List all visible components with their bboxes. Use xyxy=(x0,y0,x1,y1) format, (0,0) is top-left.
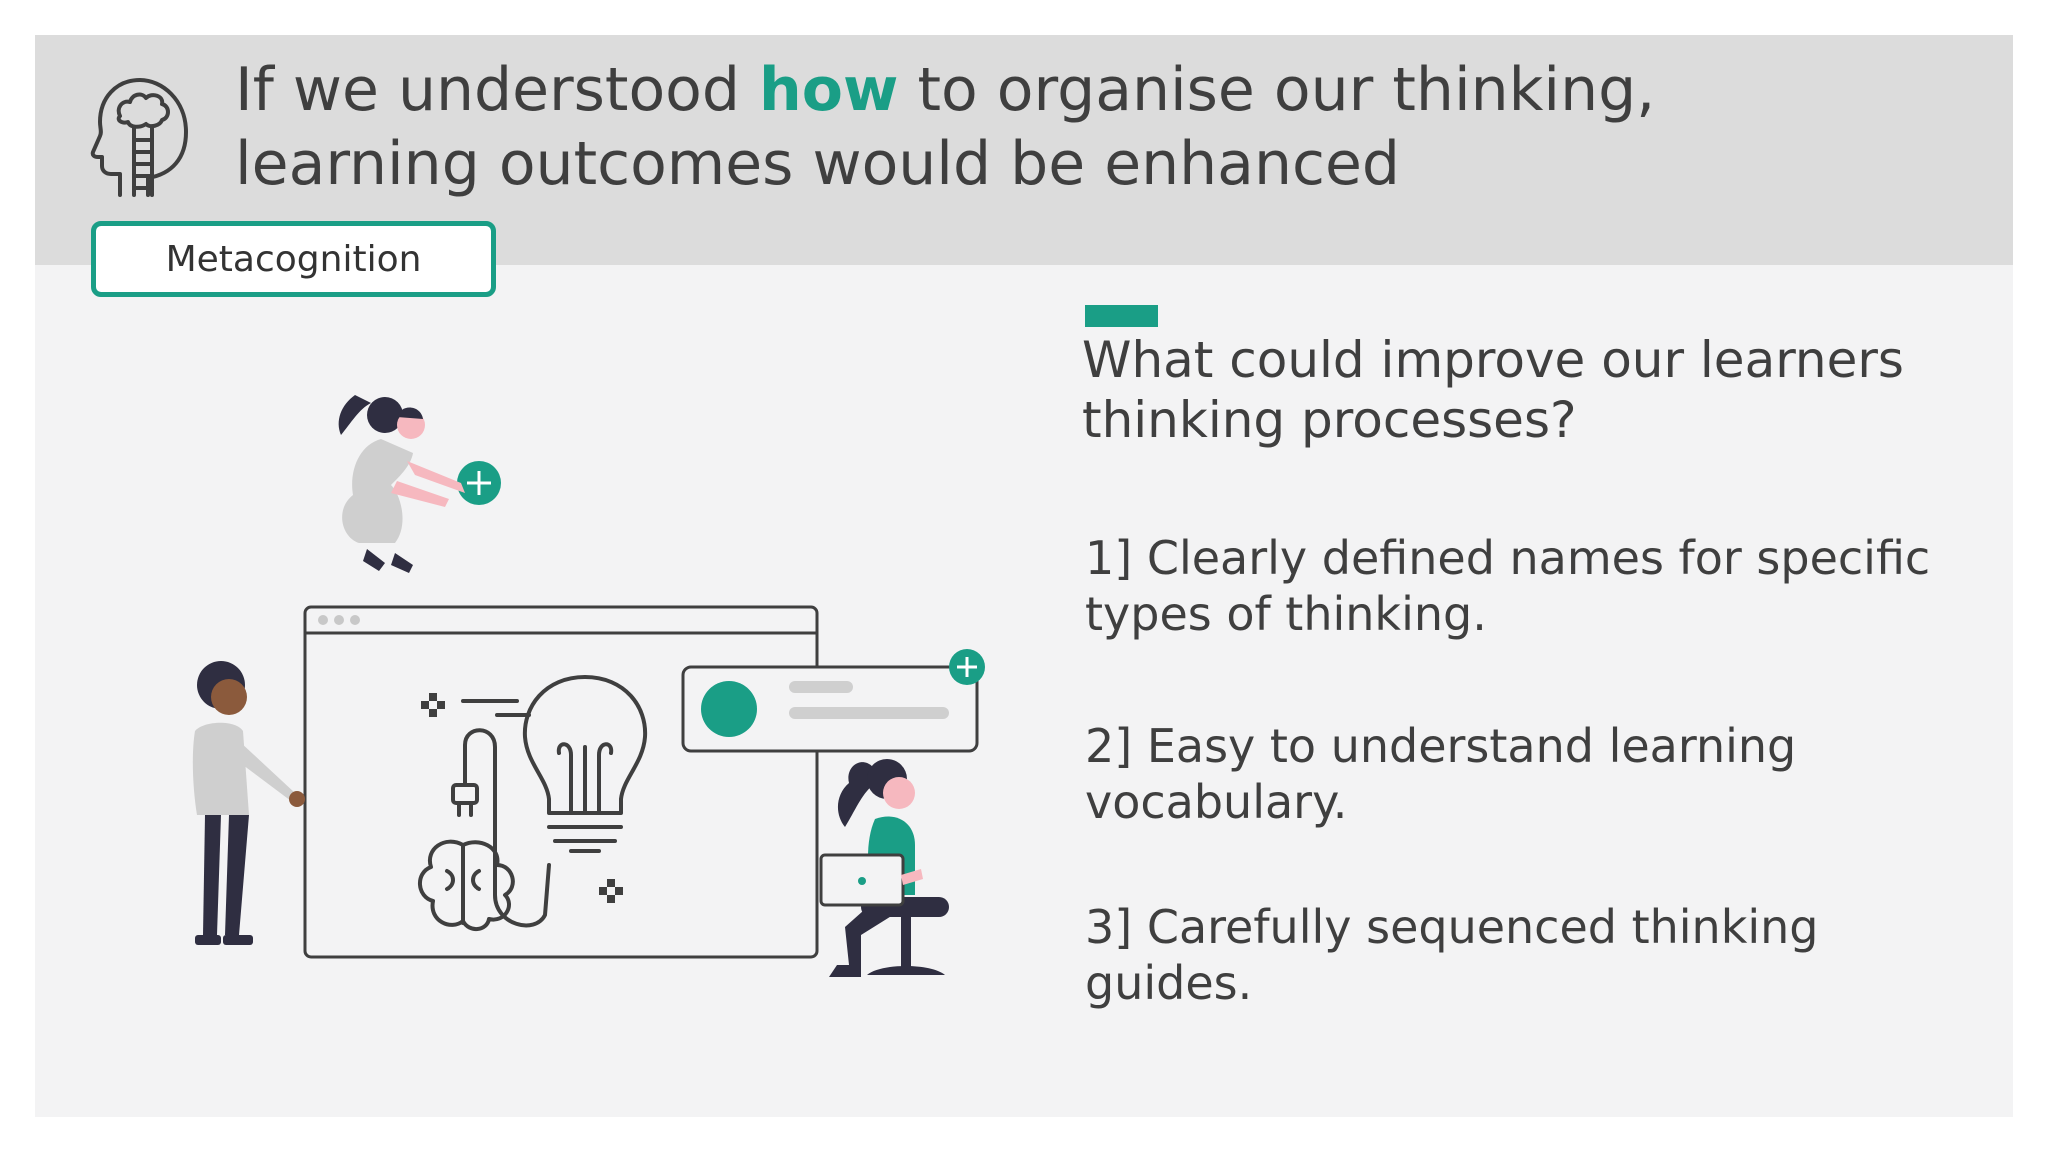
title-start: If we understood xyxy=(235,55,760,125)
list-item-2: 2] Easy to understand learning vocabular… xyxy=(1085,719,1797,829)
page-title: If we understood how to organise our thi… xyxy=(235,53,1735,201)
title-end: to organise our thinking, learning outco… xyxy=(235,55,1656,199)
slide: If we understood how to organise our thi… xyxy=(35,35,2013,1117)
title-accent-word: how xyxy=(759,55,899,125)
accent-bar xyxy=(1085,305,1158,327)
list-item-3: 3] Carefully sequenced thinking guides. xyxy=(1085,900,1819,1010)
teamwork-lightbulb-illustration xyxy=(192,395,985,977)
question-heading: What could improve our learners thinking… xyxy=(1082,331,1904,449)
metacognition-tag: Metacognition xyxy=(91,221,496,297)
head-ladder-icon xyxy=(90,78,188,197)
list-item-1: 1] Clearly defined names for specific ty… xyxy=(1085,531,1931,641)
